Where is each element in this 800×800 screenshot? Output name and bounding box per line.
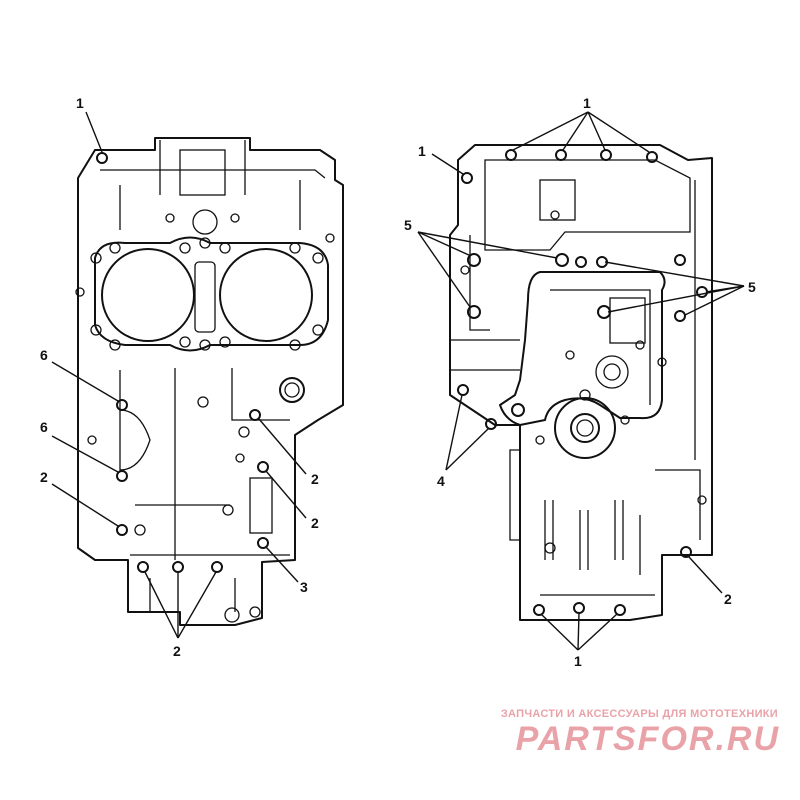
callout-label: 1 <box>418 143 426 159</box>
right-leader-lines <box>417 111 745 651</box>
oil-filter-boss <box>554 397 616 459</box>
cylinder-bore-right <box>219 248 313 342</box>
right-case-outline <box>449 144 713 621</box>
callout-label: 3 <box>300 579 308 595</box>
callout-label: 2 <box>311 515 319 531</box>
watermark-logo: PARTSFOR.RU <box>516 720 780 758</box>
right-callout-bolts <box>457 149 708 616</box>
callout-label: 1 <box>76 95 84 111</box>
callout-label: 6 <box>40 419 48 435</box>
gasket-bolt-holes <box>75 213 335 351</box>
left-callout-bolts <box>96 152 269 573</box>
left-leader-lines <box>51 111 307 639</box>
watermark: ЗАПЧАСТИ И АКСЕССУАРЫ ДЛЯ МОТОТЕХНИКИ PA… <box>501 708 780 758</box>
cylinder-bore-left <box>101 248 195 342</box>
sump-fins <box>544 500 641 575</box>
right-crankcase-view: 1 1 5 5 4 2 1 <box>404 95 756 669</box>
callout-label: 1 <box>574 653 582 669</box>
callout-label: 5 <box>748 279 756 295</box>
left-crankcase-view: 1 6 6 2 2 2 3 2 <box>40 95 344 659</box>
cylinder-gasket <box>94 236 329 352</box>
callout-label: 1 <box>583 95 591 111</box>
callout-label: 5 <box>404 217 412 233</box>
callout-label: 6 <box>40 347 48 363</box>
right-bolt-holes <box>460 210 707 554</box>
callout-label: 2 <box>40 469 48 485</box>
callout-label: 2 <box>173 643 181 659</box>
callout-label: 4 <box>437 473 445 489</box>
watermark-caption: ЗАПЧАСТИ И АКСЕССУАРЫ ДЛЯ МОТОТЕХНИКИ <box>501 708 778 720</box>
callout-label: 2 <box>311 471 319 487</box>
callout-label: 2 <box>724 591 732 607</box>
oil-pan-gasket <box>499 271 666 426</box>
left-case-outline <box>77 137 344 626</box>
